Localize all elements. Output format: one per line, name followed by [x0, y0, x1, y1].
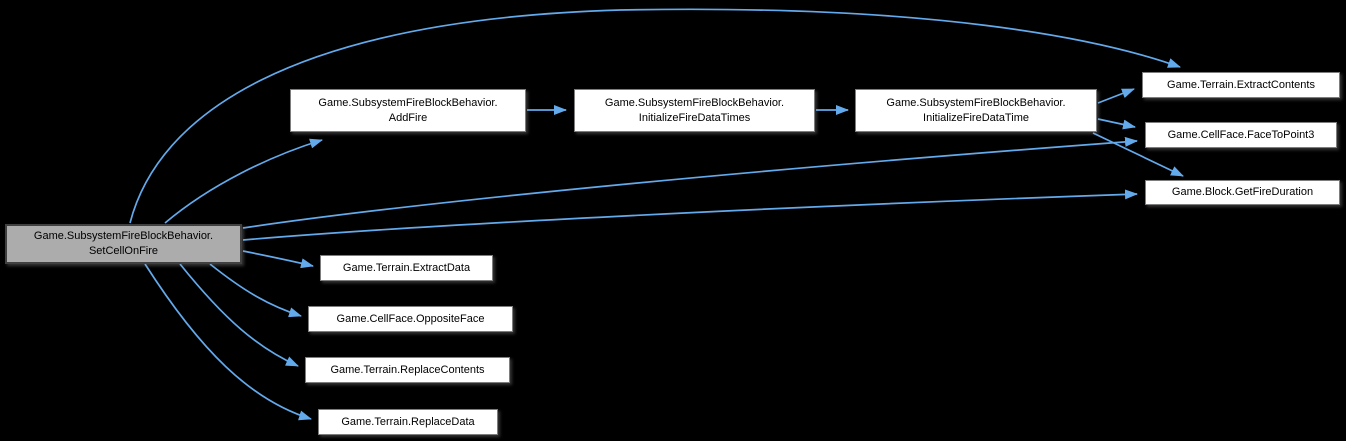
- edge-setcellonfire-to-facetopoint3: [242, 136, 1138, 229]
- edge-setcellonfire-to-getfireduration: [242, 189, 1138, 241]
- node-label: Game.Terrain.ExtractContents: [1167, 78, 1315, 91]
- node-label: InitializeFireDataTime: [923, 111, 1029, 124]
- edge-setcellonfire-to-extractcontents: [129, 8, 1181, 224]
- node-face-to-point3[interactable]: Game.CellFace.FaceToPoint3: [1145, 122, 1337, 148]
- node-label: SetCellOnFire: [88, 245, 159, 257]
- node-label: Game.SubsystemFireBlockBehavior.: [33, 230, 214, 242]
- node-set-cell-on-fire[interactable]: Game.SubsystemFireBlockBehavior. SetCell…: [5, 224, 242, 264]
- node-label: Game.Block.GetFireDuration: [1171, 186, 1314, 198]
- node-replace-data[interactable]: Game.Terrain.ReplaceData: [318, 409, 498, 435]
- node-label: Game.SubsystemFireBlockBehavior.: [886, 96, 1066, 109]
- node-extract-data[interactable]: Game.Terrain.ExtractData: [320, 255, 493, 281]
- node-label: Game.SubsystemFireBlockBehavior.: [318, 96, 498, 109]
- node-label: Game.Terrain.ExtractData: [342, 261, 471, 274]
- edge-setcellonfire-to-extractdata: [242, 250, 314, 269]
- node-label: AddFire: [388, 111, 428, 124]
- node-label: Game.CellFace.OppositeFace: [336, 312, 485, 325]
- node-initialize-fire-data-times[interactable]: Game.SubsystemFireBlockBehavior. Initial…: [574, 89, 815, 132]
- node-label: Game.SubsystemFireBlockBehavior.: [604, 96, 785, 109]
- node-opposite-face[interactable]: Game.CellFace.OppositeFace: [308, 306, 513, 332]
- node-initialize-fire-data-time[interactable]: Game.SubsystemFireBlockBehavior. Initial…: [855, 89, 1097, 132]
- edge-setcellonfire-to-replacedata: [144, 263, 312, 421]
- node-extract-contents[interactable]: Game.Terrain.ExtractContents: [1142, 72, 1340, 98]
- node-label: Game.Terrain.ReplaceContents: [330, 363, 485, 376]
- edge-setcellonfire-to-addfire: [164, 138, 323, 224]
- node-label: InitializeFireDataTimes: [638, 111, 751, 124]
- node-add-fire[interactable]: Game.SubsystemFireBlockBehavior. AddFire: [290, 89, 526, 132]
- edge-setcellonfire-to-oppositeface: [209, 263, 302, 318]
- edge-initializefiredatatime-to-extractcontents: [1097, 88, 1135, 104]
- node-label: Game.CellFace.FaceToPoint3: [1167, 128, 1315, 141]
- edge-initializefiredatatime-to-getfireduration: [1092, 132, 1184, 177]
- node-replace-contents[interactable]: Game.Terrain.ReplaceContents: [305, 357, 510, 383]
- edge-initializefiredatatime-to-facetopoint3: [1097, 118, 1136, 130]
- node-label: Game.Terrain.ReplaceData: [341, 415, 475, 428]
- edge-setcellonfire-to-replacecontents: [179, 263, 299, 367]
- node-get-fire-duration[interactable]: Game.Block.GetFireDuration: [1145, 180, 1340, 205]
